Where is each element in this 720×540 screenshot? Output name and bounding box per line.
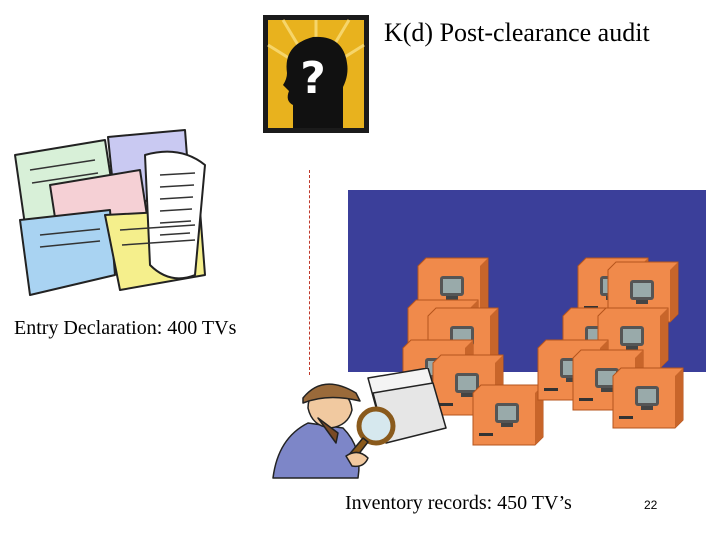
slide-title: K(d) Post-clearance audit <box>384 18 650 47</box>
question-head-icon: ? <box>263 15 369 133</box>
page-number: 22 <box>644 498 658 512</box>
inventory-records-label: Inventory records: 450 TV’s <box>345 492 572 514</box>
entry-declaration-label: Entry Declaration: 400 TVs <box>14 317 237 339</box>
svg-text:?: ? <box>300 53 326 104</box>
detective-icon <box>272 368 447 479</box>
documents-icon <box>14 129 206 296</box>
divider-line <box>309 170 310 375</box>
